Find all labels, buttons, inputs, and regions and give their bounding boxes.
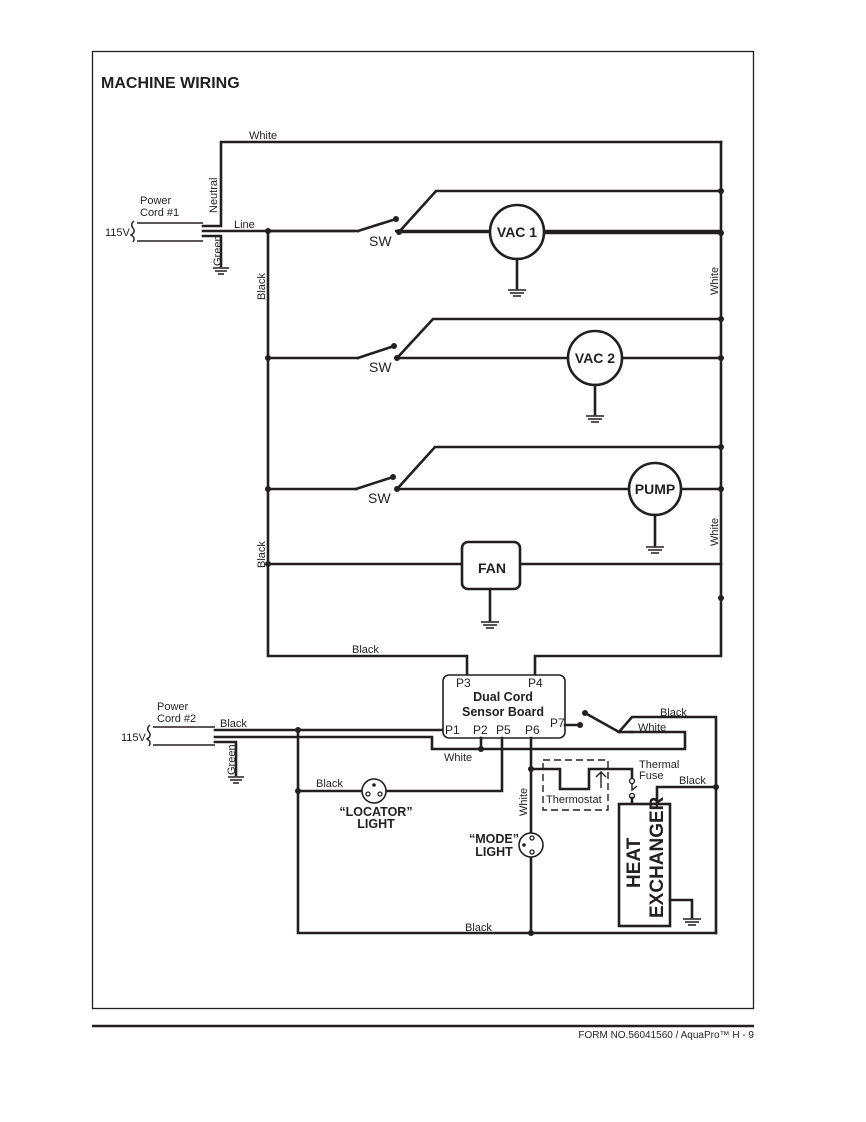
pump-circuit: PUMP SW [266, 445, 723, 554]
wire-label-black-left-2: Black [256, 541, 268, 568]
wire-label-black-board: Black [352, 644, 379, 656]
power-cord-1: 115V Power Cord #1 White Neutral Line Gr… [105, 130, 723, 275]
page-title: MACHINE WIRING [101, 75, 240, 92]
pin-p1: P1 [445, 723, 460, 737]
power-cord-2: 115V Power Cord #2 Black Green [121, 701, 687, 784]
ground-symbol [213, 267, 229, 275]
cord2-label-2: Cord #2 [157, 713, 196, 725]
mode-label-1: “MODE” [469, 832, 519, 846]
board-label-2: Sensor Board [462, 705, 544, 719]
thermal-fuse-label-1: Thermal [639, 759, 679, 771]
wire-label-white-right-2: White [709, 518, 721, 546]
mode-light: White “MODE” LIGHT [469, 736, 544, 936]
switch-2-label: SW [369, 359, 392, 375]
locator-light: Black “LOCATOR” LIGHT [296, 736, 504, 831]
sensor-board-box [442, 674, 566, 739]
pin-p2: P2 [473, 723, 488, 737]
wire-label-white-mode: White [518, 788, 530, 816]
board-label-1: Dual Cord [473, 690, 533, 704]
locator-label-1: “LOCATOR” [339, 805, 412, 819]
switch-3-label: SW [368, 490, 391, 506]
locator-label-2: LIGHT [357, 817, 395, 831]
wire-label-black-hx: Black [679, 775, 706, 787]
wire-label-black-left-1: Black [256, 273, 268, 300]
pin-p7: P7 [550, 716, 565, 730]
vac2-label: VAC 2 [575, 350, 615, 366]
cord2-voltage: 115V [121, 732, 147, 744]
cord1-label: Power [140, 195, 172, 207]
cord1-label-2: Cord #1 [140, 207, 179, 219]
vac2-circuit: VAC 2 SW [266, 317, 723, 423]
wire-label-neutral: Neutral [208, 178, 220, 213]
wire-label-green-2: Green [226, 744, 238, 775]
heat-exchanger-label-1: HEAT [624, 837, 645, 888]
wire-label-white-top: White [249, 130, 277, 142]
diagram-frame [91, 50, 755, 1010]
wire-label-white-right-1: White [709, 267, 721, 295]
pin-p4: P4 [528, 676, 543, 690]
thermostat-label: Thermostat [546, 794, 602, 806]
sensor-board: P3 P4 Dual Cord Sensor Board P1 P2 P5 P6… [442, 674, 566, 739]
pin-p3: P3 [456, 676, 471, 690]
wire-label-green-1: Green [212, 235, 224, 266]
wire-label-white-p7: White [638, 722, 666, 734]
vac1-circuit: VAC 1 SW [266, 189, 723, 297]
cord1-voltage: 115V [105, 227, 131, 239]
footer-form-number: FORM NO.56041560 / AquaPro™ H - 9 [578, 1030, 754, 1041]
fan-circuit: FAN [266, 540, 723, 629]
vac1-label: VAC 1 [497, 224, 537, 240]
fan-label: FAN [478, 560, 506, 576]
pump-label: PUMP [635, 481, 675, 497]
thermal-fuse-label-2: Fuse [639, 770, 663, 782]
wire-label-black-cord2: Black [220, 718, 247, 730]
mode-label-2: LIGHT [475, 845, 513, 859]
pin-p5: P5 [496, 723, 511, 737]
cord2-label: Power [157, 701, 189, 713]
thermostat: Thermostat [529, 759, 634, 811]
wire-label-black-p7: Black [660, 707, 687, 719]
heat-exchanger-label-2: EXCHANGER [647, 796, 668, 918]
wire-label-white-p2: White [444, 752, 472, 764]
wire-label-black-locator: Black [316, 778, 343, 790]
pin-p6: P6 [525, 723, 540, 737]
heat-exchanger: Black HEAT EXCHANGER [617, 775, 719, 928]
mode-light-bulb [518, 832, 544, 858]
locator-light-bulb [361, 778, 387, 804]
switch-1-label: SW [369, 233, 392, 249]
heat-exchanger-box [617, 802, 672, 928]
wire-label-black-bottom: Black [465, 922, 492, 934]
wire-label-line: Line [234, 219, 255, 231]
